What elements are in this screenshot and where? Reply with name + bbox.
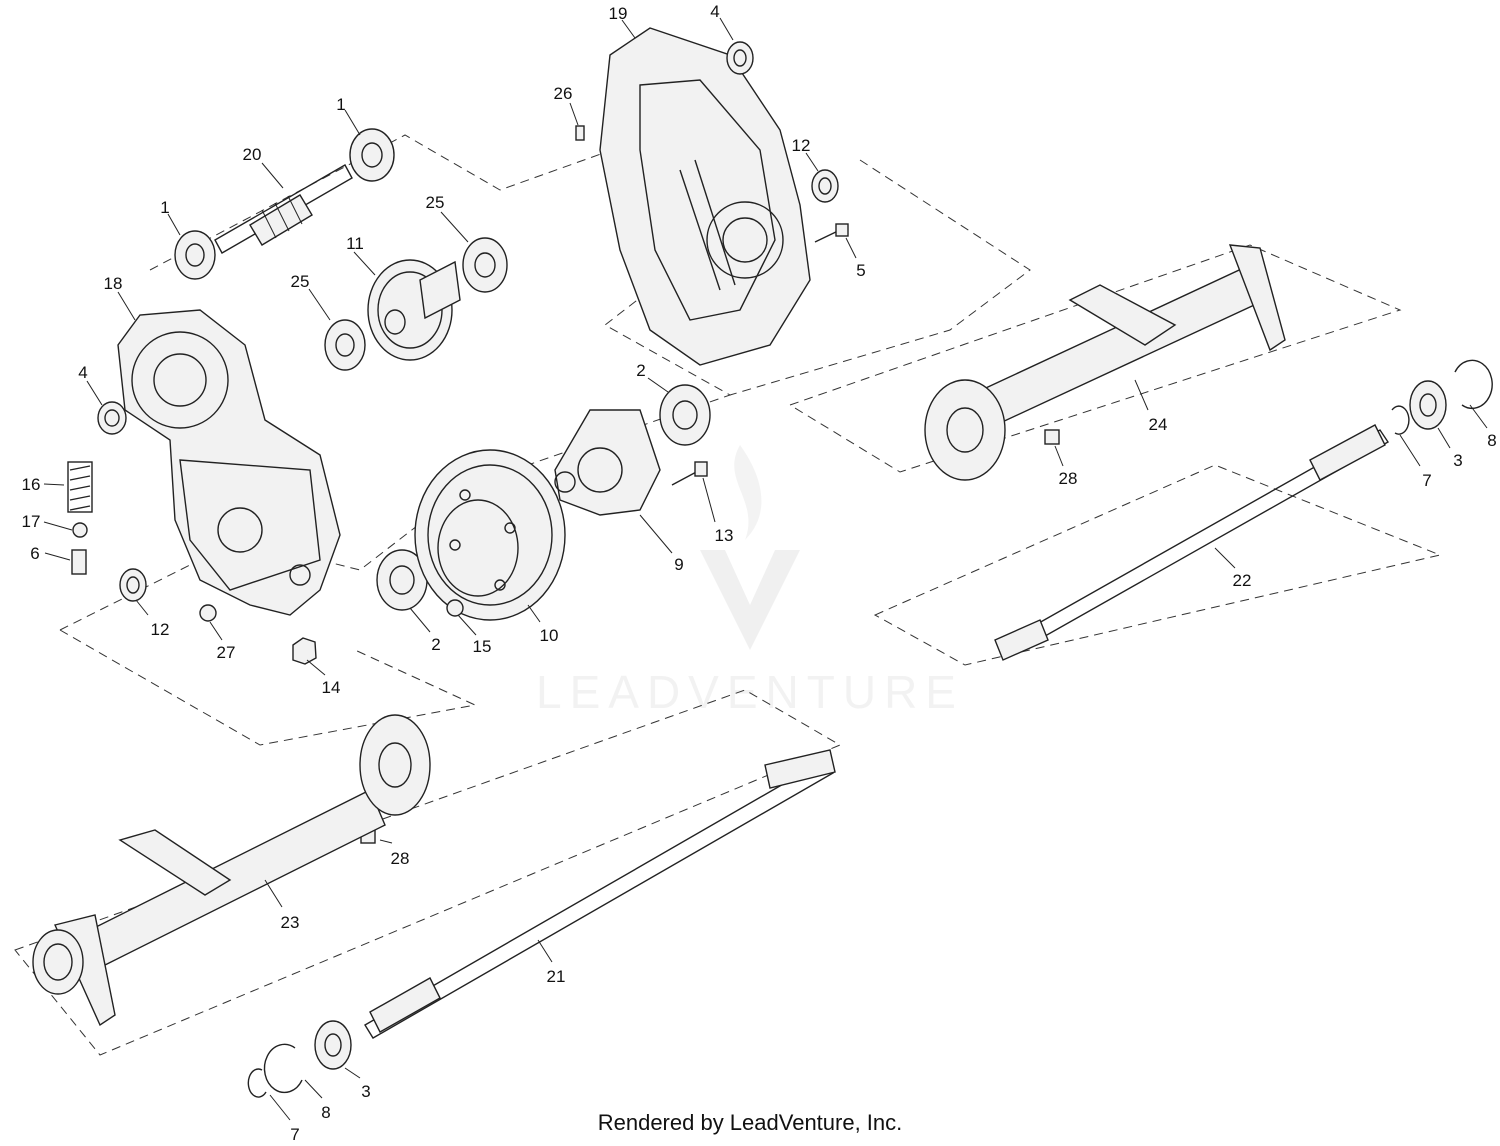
footer-credit: Rendered by LeadVenture, Inc.	[597, 1110, 903, 1135]
right-housing-19	[599, 27, 811, 366]
callout-5: 5	[856, 261, 865, 280]
callout-25-lower: 25	[291, 272, 310, 291]
callout-7-left: 7	[290, 1125, 299, 1144]
callout-3-right: 3	[1453, 451, 1462, 470]
bolt-5	[814, 223, 849, 243]
plug-27	[199, 604, 217, 622]
callout-7-right: 7	[1422, 471, 1431, 490]
axle-shaft-21	[364, 749, 836, 1039]
hardware	[67, 125, 1060, 844]
seal-4-left	[97, 401, 127, 435]
callout-25-upper: 25	[426, 193, 445, 212]
dowel-26	[575, 125, 585, 141]
seal-12-left	[119, 568, 147, 602]
snap-rings	[247, 359, 1493, 1098]
intermediate-gear-11	[367, 259, 461, 361]
axle-shaft-22	[994, 424, 1390, 661]
callout-21: 21	[547, 967, 566, 986]
axle-tube-24	[924, 244, 1286, 481]
bearing-3-left	[314, 1020, 352, 1070]
bearings	[97, 41, 1447, 1070]
ball-17	[72, 522, 88, 538]
callout-16: 16	[22, 475, 41, 494]
spring-16	[67, 461, 93, 513]
callout-23: 23	[281, 913, 300, 932]
callout-28-right: 28	[1059, 469, 1078, 488]
nut-15	[446, 599, 464, 617]
callout-27: 27	[217, 643, 236, 662]
callout-2-upper: 2	[636, 361, 645, 380]
callout-2-lower: 2	[431, 635, 440, 654]
axle-tube-23	[32, 714, 431, 1027]
leader-lines	[43, 17, 1488, 1121]
callout-15: 15	[473, 637, 492, 656]
seal-12-upper	[811, 169, 839, 203]
bearing-25-upper	[462, 237, 508, 293]
callout-22: 22	[1233, 571, 1252, 590]
seal-4-upper	[726, 41, 754, 75]
callout-labels: 1 1 20 25 11 25 18 4 16 17 6 12 27 14 2 …	[22, 2, 1497, 1144]
callout-9: 9	[674, 555, 683, 574]
callout-12-upper: 12	[792, 136, 811, 155]
callout-19: 19	[609, 4, 628, 23]
leadventure-watermark-logo: LEADVENTURE	[536, 445, 964, 718]
plug-6	[71, 549, 87, 575]
differential-9	[554, 409, 661, 516]
callout-12-left: 12	[151, 620, 170, 639]
callout-28-left: 28	[391, 849, 410, 868]
callout-1-upper: 1	[336, 95, 345, 114]
left-housing-18	[117, 309, 341, 616]
callout-26: 26	[554, 84, 573, 103]
callout-10: 10	[540, 626, 559, 645]
bolt-28-right	[1044, 429, 1060, 445]
callout-6: 6	[30, 544, 39, 563]
input-shaft-20	[214, 164, 353, 254]
watermark-text: LEADVENTURE	[536, 666, 964, 718]
bolt-13	[671, 461, 708, 486]
callout-8-right: 8	[1487, 431, 1496, 450]
ring-7-right	[1391, 405, 1410, 435]
bearing-2-upper	[659, 384, 711, 446]
ring-gear-10	[414, 449, 566, 621]
ring-7-left	[247, 1068, 267, 1098]
bearing-25-lower	[324, 319, 366, 371]
callout-24: 24	[1149, 415, 1168, 434]
callout-17: 17	[22, 512, 41, 531]
callout-11: 11	[346, 234, 364, 253]
bearing-3-right	[1409, 380, 1447, 430]
callout-20: 20	[243, 145, 262, 164]
callout-1-lower: 1	[160, 198, 169, 217]
ring-8-right	[1454, 359, 1493, 410]
callout-4-left: 4	[78, 363, 87, 382]
ring-8-left	[263, 1043, 303, 1094]
callout-14: 14	[322, 678, 341, 697]
callout-18: 18	[104, 274, 123, 293]
bearing-1-upper	[349, 128, 395, 182]
callout-4-upper: 4	[710, 2, 719, 21]
plug-14	[292, 637, 317, 665]
bearing-1-lower	[174, 230, 216, 280]
callout-13: 13	[715, 526, 734, 545]
callout-3-left: 3	[361, 1082, 370, 1101]
callout-8-left: 8	[321, 1103, 330, 1122]
